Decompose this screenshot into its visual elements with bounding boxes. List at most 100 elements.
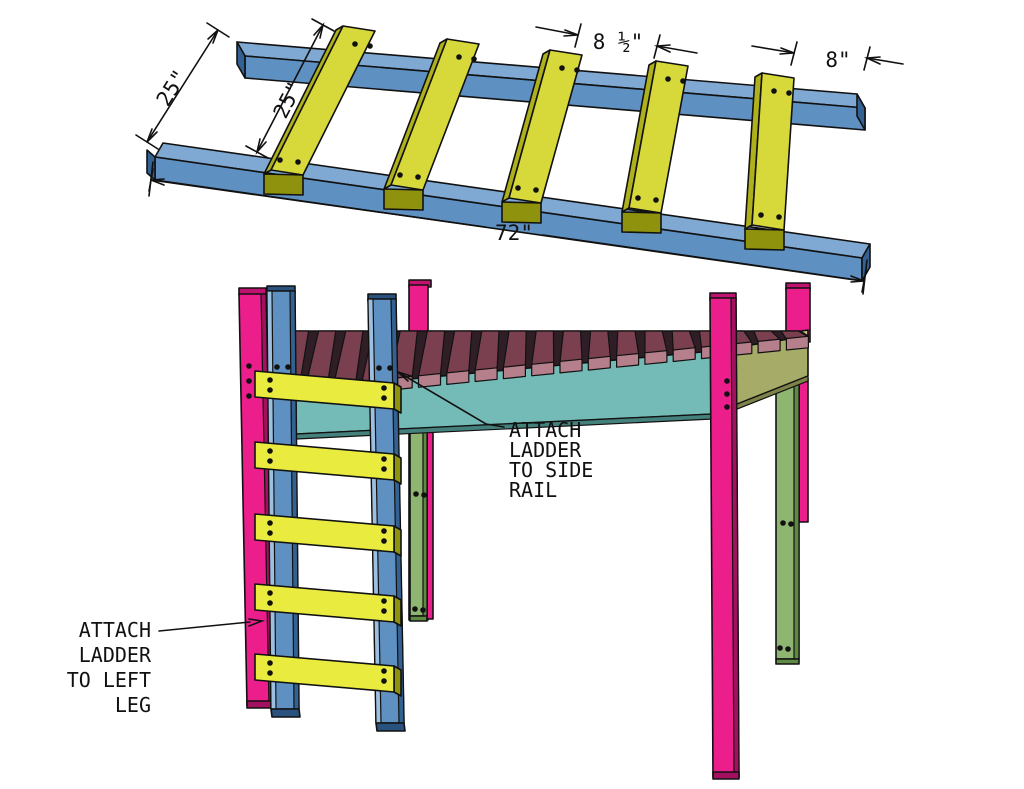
bed-slat-end [474,367,498,383]
screw-hole [387,365,393,371]
screw-hole [680,78,686,84]
dim-label-rung-gap: 8 ½" [593,30,644,54]
bed-slat-end [757,338,781,354]
bed-rung [254,583,395,623]
screw-hole [267,458,273,464]
bed-slat-end [615,352,640,368]
bed-rung-end-cap [393,525,402,557]
screw-hole [420,607,426,613]
screw-hole [381,385,387,391]
screw-hole [381,395,387,401]
flat-rung [628,60,689,214]
bed-slat-end [502,364,527,380]
screw-hole [758,212,764,218]
screw-hole [381,528,387,534]
screw-hole [246,378,252,384]
flat-rung [751,72,795,231]
screw-hole [421,492,427,498]
screw-hole [267,377,273,383]
bed-slat [587,330,611,360]
screw-hole [724,404,730,410]
rear-right-leg-lower [798,377,809,523]
flat-rung-end-cap [621,211,662,234]
bed-rung-end-cap [393,595,402,627]
dim-label-25-left: 25" [152,66,193,111]
screw-hole [788,521,794,527]
screw-hole [786,90,792,96]
right-side-support [775,367,800,665]
callout-left-leg: ATTACH LADDER TO LEFT LEG [67,618,266,717]
screw-hole [267,530,273,536]
screw-hole [471,56,477,62]
screw-hole [559,65,565,71]
screw-hole [246,363,252,369]
loft-bed-view: ATTACH LADDER TO SIDE RAIL ATTACH LADDER… [67,279,811,780]
ladder-left-rail [266,285,301,718]
screw-hole [267,670,273,676]
screw-hole [295,159,301,165]
dim-rung-gap: 8 ½" [535,23,698,59]
bed-rung-end-cap [393,382,402,414]
bed-slat-end [531,361,555,377]
dim-side-rail-length: 72" [148,161,868,295]
dim-rail-end-offset: 8" [751,41,904,72]
screw-hole [381,598,387,604]
screw-hole [653,197,659,203]
callout-side-rail-line4: RAIL [509,478,557,502]
screw-hole [267,590,273,596]
bed-rung-end-cap [393,665,402,697]
screw-hole [397,172,403,178]
screw-hole [381,456,387,462]
bed-rung-end-cap [393,453,402,485]
screw-hole [415,174,421,180]
screw-hole [785,646,791,652]
screw-hole [277,157,283,163]
bed-slat-end [785,335,810,351]
dim-label-rail-length: 72" [495,221,533,245]
screw-hole [776,214,782,220]
bed-slat-end [587,355,611,371]
screw-hole [635,195,641,201]
bed-slat [559,330,583,363]
flat-rung-end-cap [501,201,542,224]
screw-hole [381,466,387,472]
bed-slat-end [644,350,668,365]
screw-hole [285,364,291,370]
screw-hole [267,520,273,526]
callout-side-rail-line2: LADDER [509,438,582,462]
flat-rung-end-cap [383,188,424,211]
screw-hole [381,608,387,614]
screw-hole [780,520,786,526]
callout-side-rail-line1: ATTACH [509,418,581,442]
screw-hole [724,391,730,397]
screw-hole [246,393,252,399]
flat-ladder-top-view: 25" 25" 8 ½" 8" [135,18,904,295]
screw-hole [267,448,273,454]
callout-left-leg-line4: LEG [115,693,151,717]
bed-rung [254,441,395,481]
ladder-rail-top-end [856,93,866,131]
screw-hole [267,600,273,606]
screw-hole [367,43,373,49]
left-side-support [409,398,428,622]
screw-hole [412,606,418,612]
screw-hole [777,645,783,651]
bed-slat-end [672,347,696,363]
screw-hole [515,185,521,191]
screw-hole [376,365,382,371]
flat-rung [270,25,376,176]
callout-left-leg-line2: LADDER [79,643,152,667]
dim-ladder-end-width: 25" [135,22,230,150]
flat-rung [390,38,480,191]
bed-slat-end [559,358,583,374]
front-right-leg [709,292,740,780]
bed-slat [615,330,640,357]
callout-side-rail-line3: TO SIDE [509,458,593,482]
screw-hole [352,41,358,47]
flat-rung [508,49,583,204]
screw-hole [381,538,387,544]
ladder-rail-top-left-end [236,41,246,79]
callout-side-rail: ATTACH LADDER TO SIDE RAIL [397,371,593,502]
